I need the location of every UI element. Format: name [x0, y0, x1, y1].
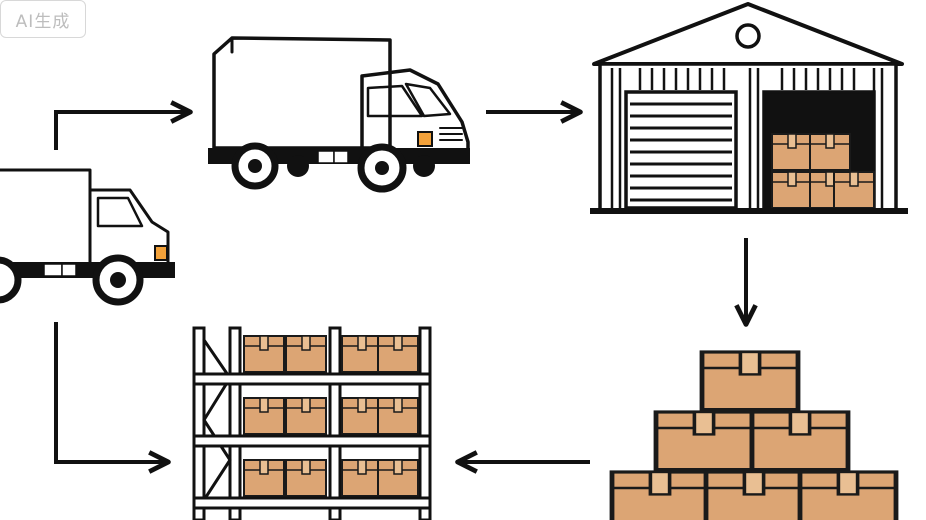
- ai-generated-watermark: AI生成: [0, 0, 86, 38]
- arrow-origin-to-rack: [54, 322, 171, 474]
- pallet-rack-icon: [192, 326, 432, 520]
- stacked-boxes-icon: [612, 352, 896, 520]
- watermark-text: AI生成: [15, 11, 71, 32]
- flow-arrows: [54, 100, 758, 474]
- arrow-origin-to-truck: [54, 100, 193, 150]
- warehouse-icon: [590, 2, 908, 214]
- delivery-truck-icon: [0, 168, 175, 306]
- box-truck-icon: [208, 36, 470, 193]
